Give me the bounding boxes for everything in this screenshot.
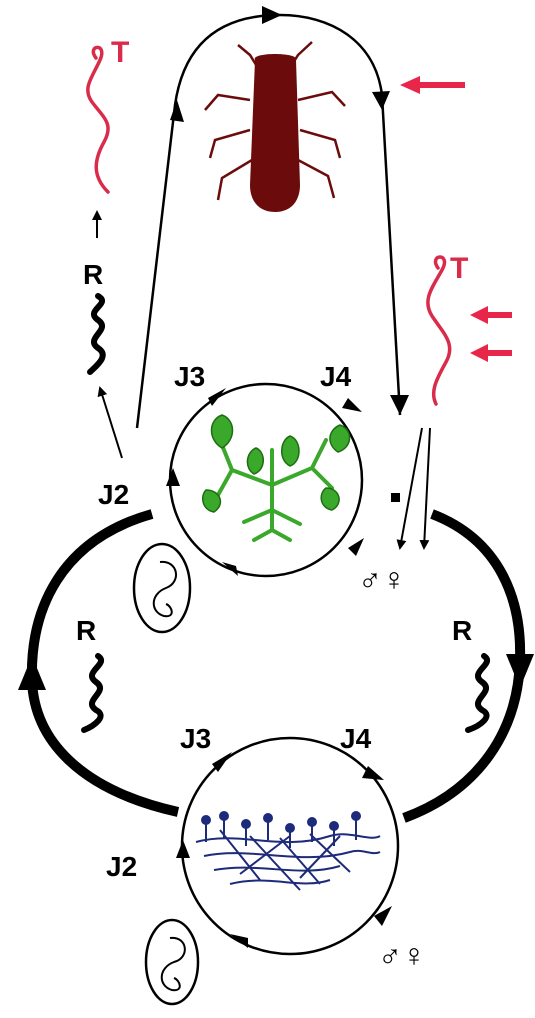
- loop-arrow-right-lower: [390, 395, 409, 415]
- red-arrow-worm-1: [470, 306, 512, 324]
- fungal-mycelium-icon: [195, 811, 381, 891]
- j3-label-lower: J3: [180, 723, 211, 754]
- red-arrow-worm-2: [470, 344, 512, 362]
- j4-label-lower: J4: [340, 723, 372, 754]
- plant-propagative-cycle: [166, 382, 364, 578]
- j4-label-upper: J4: [320, 361, 352, 392]
- red-indicator-arrows: [400, 76, 512, 362]
- j2-label-upper: J2: [98, 479, 129, 510]
- nematode-icon: [87, 293, 106, 375]
- marker-square: [391, 493, 400, 502]
- cycle-arrow-adult: [348, 538, 364, 556]
- t-label-top: T: [111, 36, 129, 69]
- nematode-icon: [86, 45, 110, 194]
- cycle-arrow-j3: [208, 388, 226, 406]
- j2-label-lower: J2: [106, 851, 137, 882]
- transmission-stage-worm-top: T: [86, 36, 129, 194]
- nematode-icon: [426, 255, 452, 406]
- beetle-transmission-loop: [135, 6, 409, 429]
- egg-icon: [144, 918, 200, 1006]
- adults-label-upper: ♂♀: [358, 561, 406, 597]
- cycle-arrow-j4: [342, 398, 362, 412]
- cycle-arrow-egg: [222, 562, 238, 576]
- adults-label-lower: ♂♀: [378, 937, 426, 973]
- r-label-left: R: [76, 615, 96, 646]
- t-to-female-arrow: [419, 427, 431, 550]
- j3-label-upper: J3: [174, 361, 205, 392]
- loop-arrow-right: [372, 91, 390, 110]
- r-label-right: R: [452, 615, 472, 646]
- fungal-mycophagous-cycle: [176, 736, 400, 956]
- plant-icon: [201, 414, 351, 542]
- lower-arrow-j3: [212, 752, 232, 772]
- lower-arrow-adult: [374, 906, 392, 926]
- loop-arrow-left: [170, 100, 184, 122]
- transmission-stage-worm-right: T: [426, 252, 468, 406]
- lower-arrow-j2: [176, 840, 190, 858]
- red-arrow-beetle: [400, 76, 465, 94]
- loop-arrow-top: [262, 6, 282, 24]
- nematode-icon: [465, 653, 490, 733]
- j2-to-r-arrow: [97, 386, 123, 459]
- r-label-top: R: [83, 259, 103, 290]
- egg-icon: [132, 542, 192, 634]
- nematode-icon: [81, 653, 104, 733]
- t-to-male-arrow: [396, 427, 423, 550]
- t-label-right: T: [450, 252, 468, 285]
- outer-arrow-left: [18, 656, 46, 690]
- lower-arrow-egg: [230, 934, 248, 948]
- outer-transfer-loop: [18, 509, 534, 823]
- cycle-arrow-j2: [166, 468, 180, 486]
- beetle-icon: [204, 41, 346, 212]
- outer-arrow-right: [506, 654, 534, 688]
- lower-arrow-j4: [362, 766, 384, 780]
